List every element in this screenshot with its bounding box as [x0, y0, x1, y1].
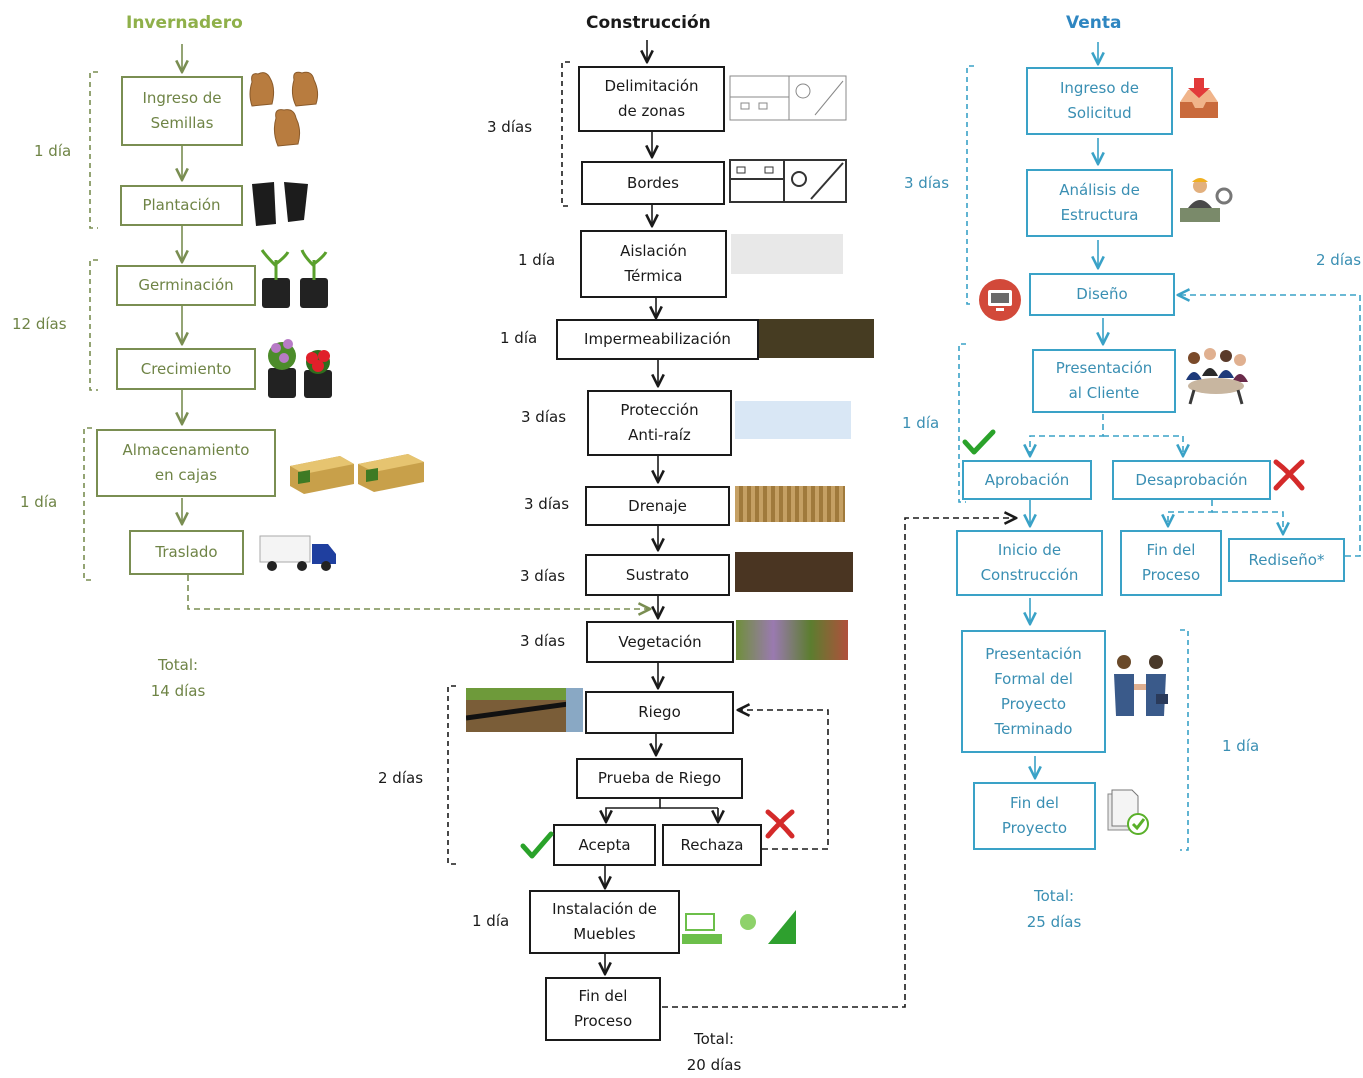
crate-icon	[290, 454, 424, 494]
step-presentacion-cliente[interactable]: Presentación al Cliente	[1032, 349, 1176, 413]
engineer-icon	[1180, 178, 1233, 222]
step-vegetacion[interactable]: Vegetación	[586, 621, 734, 663]
column-title-invernadero: Invernadero	[126, 13, 243, 33]
step-analisis-estructura[interactable]: Análisis de Estructura	[1026, 169, 1173, 237]
step-instalacion[interactable]: Instalación de Muebles	[529, 890, 680, 954]
floor-plan-borders-image	[729, 159, 847, 203]
thermal-insulation-texture	[731, 234, 843, 274]
step-desaprobacion[interactable]: Desaprobación	[1112, 460, 1271, 500]
venta-arrows	[958, 42, 1361, 851]
duration-label: 1 día	[518, 251, 556, 269]
duration-label: 1 día	[20, 493, 58, 511]
step-bordes[interactable]: Bordes	[581, 161, 725, 205]
step-diseno[interactable]: Diseño	[1029, 273, 1175, 316]
handshake-icon	[1114, 655, 1168, 716]
floor-plan-zones-image	[729, 75, 847, 121]
cross-icon	[1273, 459, 1305, 491]
sprout-icon	[260, 249, 328, 308]
duration-label: 3 días	[524, 495, 570, 513]
document-check-icon	[1107, 789, 1149, 835]
duration-label: 1 día	[500, 329, 538, 347]
duration-label: 3 días	[904, 174, 950, 192]
step-fin-proceso[interactable]: Fin del Proceso	[545, 977, 661, 1041]
duration-label: 3 días	[520, 632, 566, 650]
duration-label: 1 día	[34, 142, 72, 160]
meeting-icon	[1186, 348, 1248, 405]
substrate-texture	[735, 552, 853, 592]
duration-label: 3 días	[521, 408, 567, 426]
vegetation-photo	[736, 620, 848, 660]
inbox-download-icon	[1180, 78, 1218, 118]
monitor-icon	[979, 279, 1021, 321]
total-construccion: Total: 20 días	[686, 1030, 742, 1074]
step-fin-del-proceso[interactable]: Fin del Proceso	[1120, 530, 1222, 596]
step-germinacion[interactable]: Germinación	[116, 265, 256, 306]
construccion-arrows	[447, 40, 1016, 1008]
step-rechaza[interactable]: Rechaza	[662, 824, 762, 866]
check-icon	[520, 831, 554, 859]
column-title-venta: Venta	[1066, 13, 1122, 33]
duration-label: 1 día	[472, 912, 510, 930]
step-traslado[interactable]: Traslado	[129, 530, 244, 575]
step-plantacion[interactable]: Plantación	[120, 185, 243, 226]
root-barrier-texture	[735, 401, 851, 439]
step-prueba-riego[interactable]: Prueba de Riego	[576, 758, 743, 799]
step-fin-proyecto[interactable]: Fin del Proyecto	[973, 782, 1096, 850]
total-venta: Total: 25 días	[1026, 887, 1082, 931]
furniture-plan-image	[682, 908, 796, 944]
plant-pot-icon	[252, 182, 308, 226]
step-impermeabilizacion[interactable]: Impermeabilización	[556, 319, 759, 360]
duration-label: 2 días	[1316, 251, 1362, 269]
step-ingreso-solicitud[interactable]: Ingreso de Solicitud	[1026, 67, 1173, 135]
truck-icon	[259, 535, 336, 571]
column-title-construccion: Construcción	[586, 13, 711, 33]
irrigation-photo	[466, 688, 583, 732]
step-crecimiento[interactable]: Crecimiento	[116, 348, 256, 390]
waterproofing-texture	[759, 319, 874, 358]
duration-label: 3 días	[487, 118, 533, 136]
duration-label: 1 día	[902, 414, 940, 432]
step-proteccion[interactable]: Protección Anti-raíz	[587, 390, 732, 456]
step-sustrato[interactable]: Sustrato	[585, 554, 730, 596]
duration-label: 12 días	[12, 315, 67, 333]
step-aprobacion[interactable]: Aprobación	[962, 460, 1092, 500]
duration-label: 1 día	[1222, 737, 1260, 755]
step-ingreso-semillas[interactable]: Ingreso de Semillas	[121, 76, 243, 146]
step-acepta[interactable]: Acepta	[553, 824, 656, 866]
step-inicio-construccion[interactable]: Inicio de Construcción	[956, 530, 1103, 596]
cross-icon	[765, 809, 795, 839]
step-drenaje[interactable]: Drenaje	[585, 486, 730, 526]
seed-sack-icon	[249, 71, 319, 147]
step-delimitacion[interactable]: Delimitación de zonas	[578, 66, 725, 132]
step-rediseno[interactable]: Rediseño*	[1228, 538, 1345, 582]
step-aislacion[interactable]: Aislación Térmica	[580, 230, 727, 298]
duration-label: 3 días	[520, 567, 566, 585]
step-riego[interactable]: Riego	[585, 691, 734, 734]
duration-label: 2 días	[378, 769, 424, 787]
check-icon	[962, 429, 996, 455]
step-presentacion-formal[interactable]: Presentación Formal del Proyecto Termina…	[961, 630, 1106, 753]
drainage-texture	[735, 486, 845, 522]
invernadero-arrows	[83, 44, 650, 609]
step-almacenamiento[interactable]: Almacenamiento en cajas	[96, 429, 276, 497]
total-invernadero: Total: 14 días	[150, 656, 206, 700]
flower-icon	[268, 339, 332, 398]
